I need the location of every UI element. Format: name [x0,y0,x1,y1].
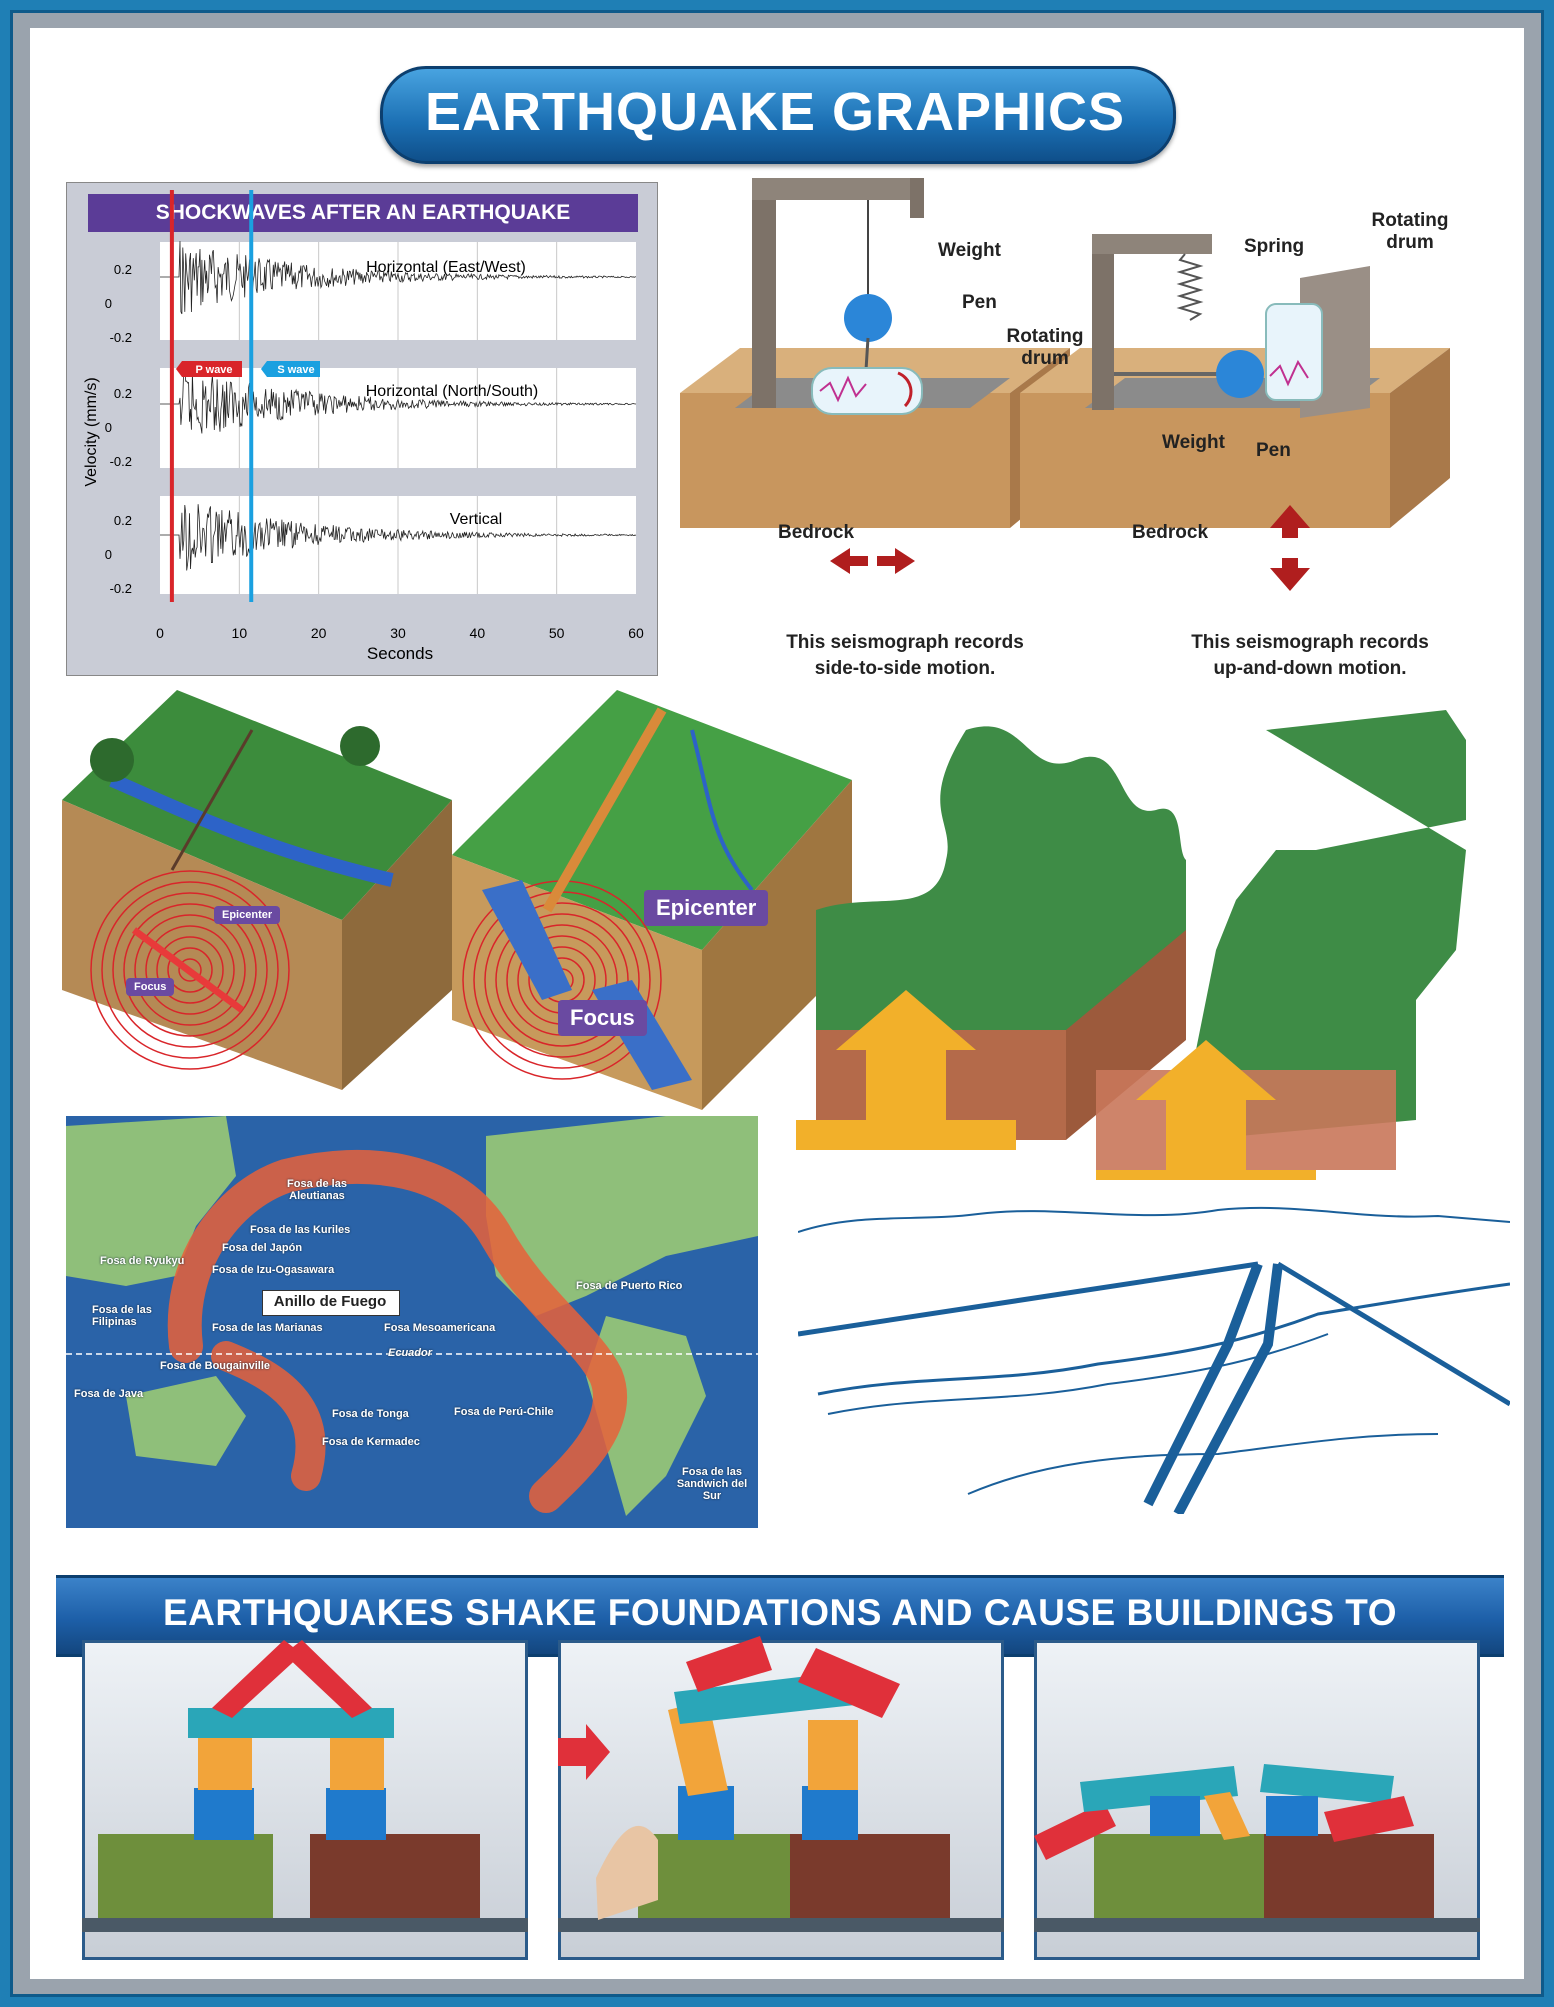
vertical-seismograph [1020,234,1450,591]
y-tick-label: 0 [105,547,112,562]
panel-label-ns: Horizontal (North/South) [366,383,539,400]
wave-ring [134,914,246,1026]
y-tick-label: 0 [105,420,112,435]
trench-label: Fosa de Puerto Rico [576,1280,683,1292]
trench-label: Fosa de las Kuriles [250,1224,351,1236]
wave-ring [90,870,290,1070]
y-tick-label: 0.2 [114,262,132,277]
wave-ring [145,925,235,1015]
label-weight-h: Weight [938,240,1001,261]
horizontal-seismograph [680,178,1070,574]
y-tick-label: -0.2 [110,454,132,469]
wave-ring [101,881,279,1059]
ring-of-fire-label: Anillo de Fuego [273,1293,387,1310]
label-drum-v: Rotating drum [1360,210,1460,254]
y-tick-label: -0.2 [110,330,132,345]
wave-ring [123,903,257,1037]
panel-label-vertical: Vertical [450,511,502,528]
trench-label: Fosa de Perú-Chile [454,1406,554,1418]
x-tick-label: 60 [628,625,644,641]
trench-label: Fosa de Tonga [332,1408,409,1420]
seismogram-trace [160,504,637,571]
label-bedrock-v: Bedrock [1132,522,1209,543]
caption-h-line2: side-to-side motion. [814,658,996,679]
page-title: EARTHQUAKE GRAPHICS [424,82,1126,142]
focus-tag-1: Focus [126,978,175,996]
seismogram-title: SHOCKWAVES AFTER AN EARTHQUAKE [88,194,638,232]
focus-tag-2: Focus [558,1000,647,1036]
label-pen-v: Pen [1256,440,1291,461]
trench-label: Fosa de las Sandwich del Sur [676,1466,748,1502]
x-tick-label: 40 [470,625,486,641]
x-tick-label: 10 [232,625,248,641]
x-tick-label: 50 [549,625,565,641]
label-drum-h: Rotating drum [990,326,1100,370]
x-tick-label: 20 [311,625,327,641]
fault-block-strike-slip [62,690,452,1090]
trench-label: Fosa de Kermadec [322,1436,420,1448]
epicenter-tag-1: Epicenter [214,906,281,924]
label-drum-h-text: Rotating drum [1006,326,1084,369]
seismogram-trace [160,365,637,434]
block-tower-intact [82,1640,528,1932]
label-pen-h: Pen [962,292,997,313]
label-weight-v: Weight [1162,432,1225,453]
title-pill [380,66,1176,164]
caption-v-line2: up-and-down motion. [1213,658,1407,679]
s-wave-label: S wave [277,364,314,376]
trench-label: Fosa de Java [74,1388,144,1400]
y-tick-label: 0 [105,296,112,311]
label-bedrock-h: Bedrock [778,522,855,543]
label-drum-v-text: Rotating drum [1371,210,1449,253]
surface-wave-blocks [796,710,1466,1180]
y-axis-label: Velocity (mm/s) [83,377,100,486]
wave-ring [167,947,213,993]
trench-label: Fosa de Izu-Ogasawara [212,1264,335,1276]
epicenter-tag-2: Epicenter [644,890,769,926]
ring-label-box [262,1290,400,1316]
seismogram-trace [160,241,637,315]
y-tick-label: -0.2 [110,581,132,596]
cracked-road-illustration [798,1206,1510,1514]
trench-label: Fosa de las Aleutianas [287,1178,347,1202]
trench-label: Fosa de Ryukyu [100,1255,185,1267]
seismogram-chart: 0.2 0 -0.2 0.2 0 -0.2 0.2 0 -0.2 0 10 20 30… [83,190,644,663]
label-spring-v: Spring [1244,236,1305,257]
wave-ring [178,958,202,982]
wave-ring [112,892,268,1048]
equator-label: Ecuador [388,1347,433,1359]
seismograph-illustrations [680,178,1450,591]
block-tower-collapsed [1034,1764,1480,1932]
wave-ring [156,936,224,1004]
trench-label: Fosa de Bougainville [160,1360,271,1372]
x-tick-label: 0 [156,625,164,641]
y-tick-label: 0.2 [114,386,132,401]
p-wave-label: P wave [195,364,232,376]
panel-label-ew: Horizontal (East/West) [366,259,526,276]
wave-ring [484,902,640,1058]
s-wave-tag: S wave [261,361,320,377]
caption-v-line1: This seismograph records [1191,632,1429,653]
trench-label: Fosa Mesoamericana [384,1322,496,1334]
ring-of-fire-map [66,1116,758,1528]
trench-label: Fosa del Japón [222,1242,303,1254]
block-tower-shaking [558,1636,1004,1932]
trench-label: Fosa de las Marianas [212,1322,323,1334]
x-tick-label: 30 [390,625,406,641]
caption-h-line1: This seismograph records [786,632,1024,653]
x-axis-label: Seconds [367,644,433,663]
p-wave-tag: P wave [176,361,242,377]
y-tick-label: 0.2 [114,513,132,528]
trench-label: Fosa de las Filipinas [92,1304,152,1328]
wave-ring [495,913,629,1047]
